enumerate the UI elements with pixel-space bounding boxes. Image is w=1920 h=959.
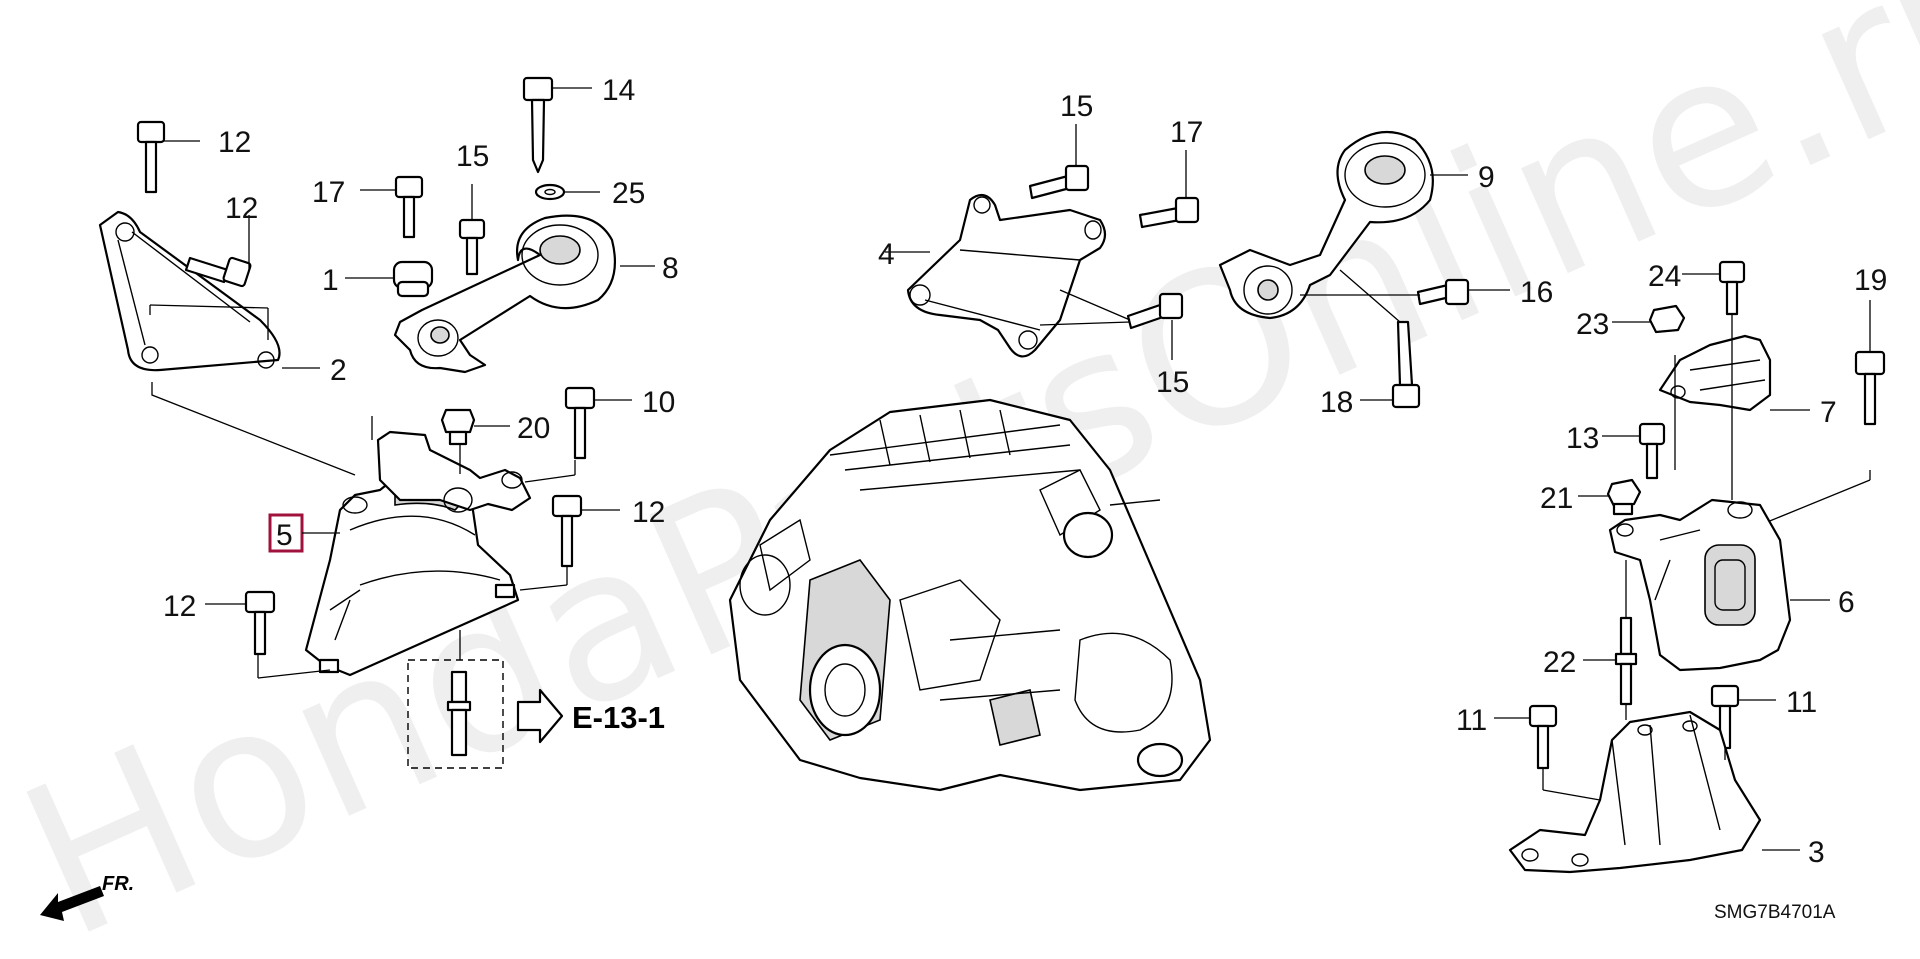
callout-20: 20 xyxy=(517,412,550,445)
stud-dashed-box xyxy=(407,659,504,769)
front-indicator: FR. xyxy=(102,873,134,895)
callout-1: 1 xyxy=(322,264,339,297)
callout-12-c: 12 xyxy=(632,496,665,529)
bolt-16[interactable] xyxy=(1416,278,1470,306)
callout-3: 3 xyxy=(1808,836,1825,869)
engine-assembly[interactable] xyxy=(728,398,1212,792)
nut-23[interactable] xyxy=(1648,304,1686,334)
bolt-12-d[interactable] xyxy=(244,590,276,656)
reference-arrow[interactable]: E-13-1 xyxy=(516,688,665,744)
callout-11-b: 11 xyxy=(1786,686,1817,719)
bolt-14[interactable] xyxy=(522,76,554,174)
bracket-part-7[interactable] xyxy=(1658,334,1772,412)
bolt-17-b[interactable] xyxy=(1138,196,1200,229)
callout-15-b: 15 xyxy=(1060,90,1093,123)
bolt-11-b[interactable] xyxy=(1710,684,1740,750)
callout-17-b: 17 xyxy=(1170,116,1203,149)
bolt-15-b[interactable] xyxy=(1028,164,1090,200)
callout-4: 4 xyxy=(878,238,895,271)
bracket-part-3[interactable] xyxy=(1508,710,1762,874)
callout-22: 22 xyxy=(1543,646,1576,679)
callout-12-a: 12 xyxy=(218,126,251,159)
callout-5: 5 xyxy=(276,519,293,552)
collar-part-1[interactable] xyxy=(392,260,434,298)
bolt-10[interactable] xyxy=(564,386,596,460)
washer-25[interactable] xyxy=(534,183,566,201)
bolt-11-a[interactable] xyxy=(1528,704,1558,770)
bolt-12-a[interactable] xyxy=(136,120,166,194)
callout-13: 13 xyxy=(1566,422,1599,455)
bolt-18[interactable] xyxy=(1391,320,1421,409)
callout-18: 18 xyxy=(1320,386,1353,419)
nut-20[interactable] xyxy=(440,408,476,446)
bracket-part-2[interactable] xyxy=(98,210,281,372)
callout-11-a: 11 xyxy=(1456,704,1487,737)
bolt-15-c[interactable] xyxy=(1126,292,1184,330)
callout-9: 9 xyxy=(1478,161,1495,194)
callout-2: 2 xyxy=(330,354,347,387)
callout-7: 7 xyxy=(1820,396,1837,429)
highlight-box-5[interactable] xyxy=(268,513,304,553)
callout-24: 24 xyxy=(1648,260,1681,293)
engine-mount-part-5[interactable] xyxy=(304,430,532,677)
bracket-part-4[interactable] xyxy=(906,193,1107,358)
bolt-17-a[interactable] xyxy=(394,175,424,239)
callout-12-b: 12 xyxy=(225,192,258,225)
bolt-15-a[interactable] xyxy=(458,218,486,276)
engine-mount-part-6[interactable] xyxy=(1608,498,1792,672)
bolt-12-b[interactable] xyxy=(184,256,252,288)
bolt-12-c[interactable] xyxy=(551,494,583,568)
bolt-19[interactable] xyxy=(1854,350,1886,426)
callout-19: 19 xyxy=(1854,264,1887,297)
torque-rod-part-9[interactable] xyxy=(1218,130,1434,320)
callout-21: 21 xyxy=(1540,482,1573,515)
bolt-13[interactable] xyxy=(1638,422,1666,480)
callout-10: 10 xyxy=(642,386,675,419)
stud[interactable] xyxy=(446,670,472,757)
front-direction-arrow: FR. xyxy=(40,873,134,921)
callout-23: 23 xyxy=(1576,308,1609,341)
callout-25: 25 xyxy=(612,177,645,210)
diagram-code: SMG7B4701A xyxy=(1714,902,1836,923)
reference-link[interactable]: E-13-1 xyxy=(572,700,665,735)
callout-15-a: 15 xyxy=(456,140,489,173)
callout-8: 8 xyxy=(662,252,679,285)
callout-12-d: 12 xyxy=(163,590,196,623)
bolt-24[interactable] xyxy=(1718,260,1746,316)
bolt-22[interactable] xyxy=(1614,616,1638,706)
callout-15-c: 15 xyxy=(1156,366,1189,399)
nut-21[interactable] xyxy=(1606,478,1642,516)
callout-14: 14 xyxy=(602,74,635,107)
callout-16: 16 xyxy=(1520,276,1553,309)
callout-6: 6 xyxy=(1838,586,1855,619)
callout-17-a: 17 xyxy=(312,176,345,209)
torque-rod-part-8[interactable] xyxy=(393,214,616,374)
